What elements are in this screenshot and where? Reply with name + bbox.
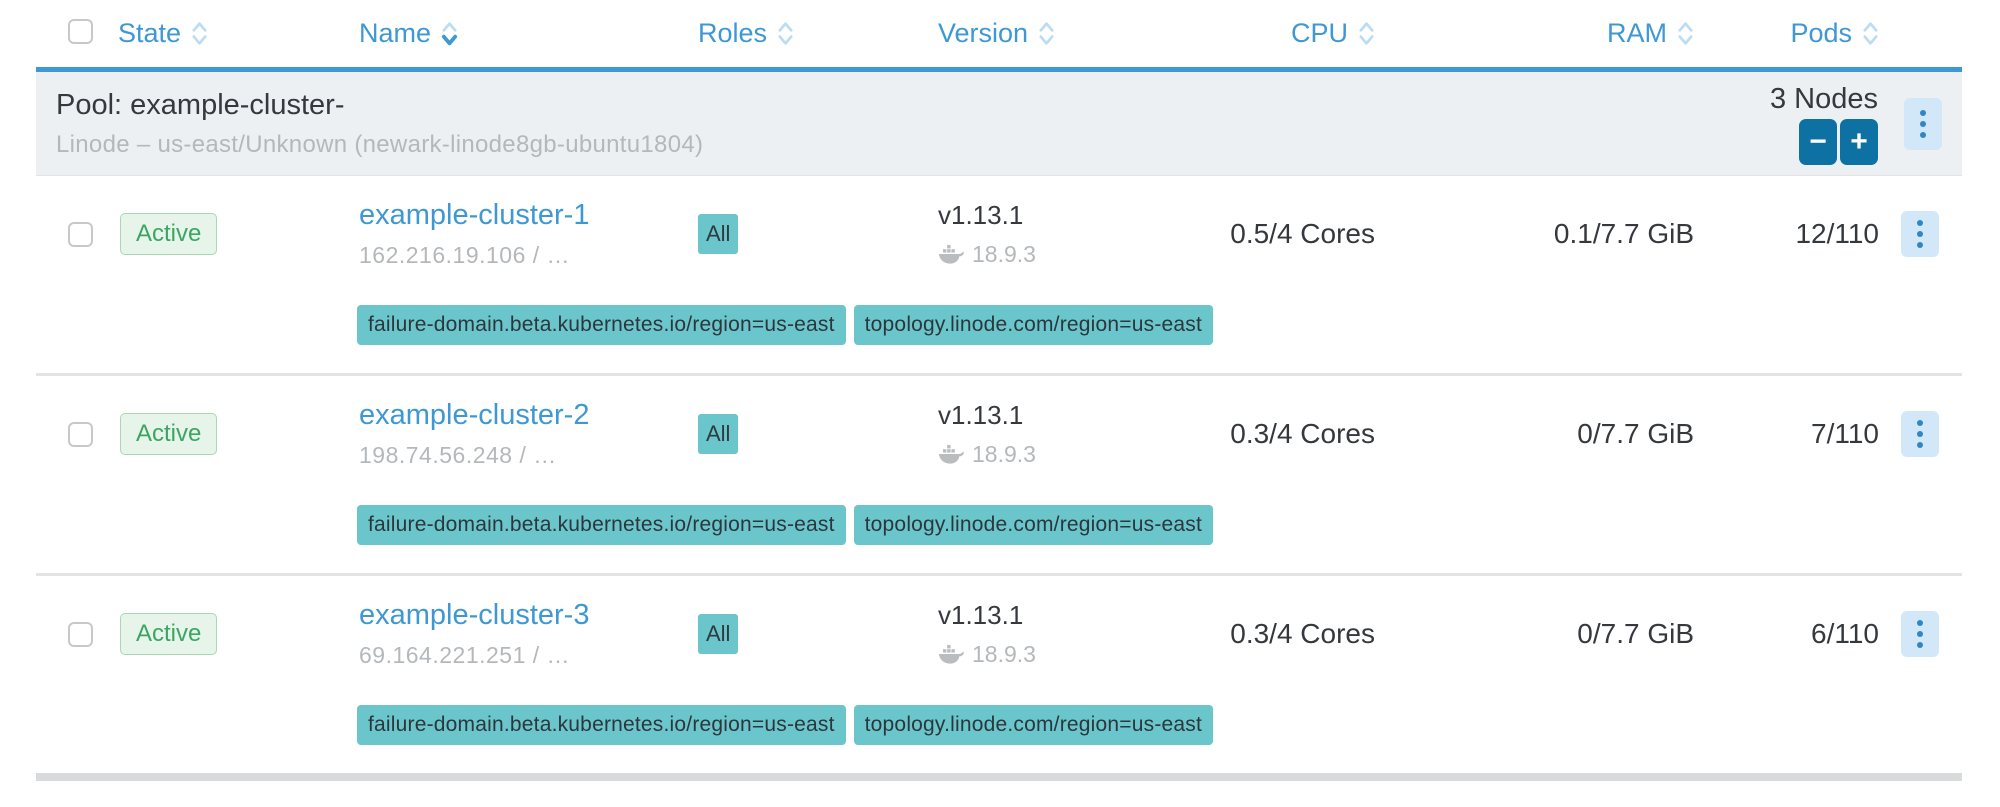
docker-version: 18.9.3: [972, 241, 1036, 268]
node-labels: failure-domain.beta.kubernetes.io/region…: [357, 505, 1962, 545]
kebab-dot: [1917, 420, 1923, 426]
column-header-roles[interactable]: Roles: [693, 18, 933, 49]
pool-group-header: Pool: example-cluster- Linode – us-east/…: [36, 72, 1962, 176]
kebab-dot: [1917, 242, 1923, 248]
kebab-dot: [1920, 132, 1926, 138]
role-badge: All: [698, 214, 738, 254]
node-name-link[interactable]: example-cluster-3: [359, 599, 589, 632]
cpu-usage: 0.3/4 Cores: [1113, 586, 1378, 682]
column-header-state[interactable]: State: [108, 18, 353, 49]
sort-desc-icon: [441, 20, 458, 47]
table-bottom-divider: [36, 773, 1962, 781]
role-badge: All: [698, 414, 738, 454]
docker-icon: [938, 444, 964, 465]
docker-icon: [938, 244, 964, 265]
pool-subtitle: Linode – us-east/Unknown (newark-linode8…: [56, 131, 703, 159]
kebab-dot: [1917, 231, 1923, 237]
column-label: State: [118, 18, 181, 49]
pods-usage: 7/110: [1698, 386, 1883, 482]
kebab-dot: [1920, 121, 1926, 127]
node-row: Active example-cluster-1 162.216.19.106 …: [36, 176, 1962, 373]
node-label-tag: failure-domain.beta.kubernetes.io/region…: [357, 705, 846, 745]
kebab-dot: [1917, 220, 1923, 226]
row-actions-kebab-button[interactable]: [1901, 411, 1939, 457]
node-address: 69.164.221.251 / …: [359, 642, 570, 669]
column-label: Pods: [1790, 18, 1852, 49]
row-actions-kebab-button[interactable]: [1901, 211, 1939, 257]
sort-icon: [1358, 20, 1375, 47]
sort-icon: [777, 20, 794, 47]
column-header-cpu[interactable]: CPU: [1113, 18, 1378, 49]
kebab-dot: [1917, 431, 1923, 437]
row-checkbox[interactable]: [68, 422, 93, 447]
column-label: RAM: [1607, 18, 1667, 49]
ram-usage: 0.1/7.7 GiB: [1378, 186, 1698, 282]
pool-actions-kebab-button[interactable]: [1904, 98, 1942, 150]
node-name-link[interactable]: example-cluster-1: [359, 199, 589, 232]
node-label-tag: topology.linode.com/region=us-east: [854, 705, 1213, 745]
scale-down-button[interactable]: −: [1799, 119, 1837, 165]
column-label: Version: [938, 18, 1028, 49]
sort-icon: [1862, 20, 1879, 47]
pods-usage: 12/110: [1698, 186, 1883, 282]
node-row: Active example-cluster-3 69.164.221.251 …: [36, 573, 1962, 773]
kebab-dot: [1917, 631, 1923, 637]
sort-icon: [1038, 20, 1055, 47]
node-address: 162.216.19.106 / …: [359, 242, 570, 269]
pool-info: Pool: example-cluster- Linode – us-east/…: [56, 89, 703, 159]
kebab-dot: [1917, 442, 1923, 448]
cpu-usage: 0.5/4 Cores: [1113, 186, 1378, 282]
pods-usage: 6/110: [1698, 586, 1883, 682]
row-actions-kebab-button[interactable]: [1901, 611, 1939, 657]
node-name-link[interactable]: example-cluster-2: [359, 399, 589, 432]
status-badge: Active: [120, 613, 217, 655]
column-header-pods[interactable]: Pods: [1698, 18, 1883, 49]
select-all-checkbox[interactable]: [68, 19, 93, 44]
kubernetes-version: v1.13.1: [938, 200, 1023, 231]
node-row: Active example-cluster-2 198.74.56.248 /…: [36, 373, 1962, 573]
node-label-tag: topology.linode.com/region=us-east: [854, 305, 1213, 345]
node-address: 198.74.56.248 / …: [359, 442, 557, 469]
status-badge: Active: [120, 413, 217, 455]
nodes-table: State Name Roles Version CPU RAM Pods: [36, 0, 1962, 781]
scale-up-button[interactable]: +: [1840, 119, 1878, 165]
column-header-version[interactable]: Version: [933, 18, 1113, 49]
ram-usage: 0/7.7 GiB: [1378, 586, 1698, 682]
kebab-dot: [1920, 110, 1926, 116]
column-label: Name: [359, 18, 431, 49]
node-label-tag: failure-domain.beta.kubernetes.io/region…: [357, 305, 846, 345]
node-labels: failure-domain.beta.kubernetes.io/region…: [357, 705, 1962, 745]
node-count: 3 Nodes: [1770, 83, 1878, 116]
sort-icon: [191, 20, 208, 47]
pool-title: Pool: example-cluster-: [56, 89, 703, 122]
kebab-dot: [1917, 620, 1923, 626]
row-checkbox[interactable]: [68, 222, 93, 247]
role-badge: All: [698, 614, 738, 654]
row-checkbox[interactable]: [68, 622, 93, 647]
sort-icon: [1677, 20, 1694, 47]
status-badge: Active: [120, 213, 217, 255]
column-label: CPU: [1291, 18, 1348, 49]
node-label-tag: topology.linode.com/region=us-east: [854, 505, 1213, 545]
ram-usage: 0/7.7 GiB: [1378, 386, 1698, 482]
table-header-row: State Name Roles Version CPU RAM Pods: [36, 0, 1962, 72]
docker-version: 18.9.3: [972, 641, 1036, 668]
node-label-tag: failure-domain.beta.kubernetes.io/region…: [357, 505, 846, 545]
node-labels: failure-domain.beta.kubernetes.io/region…: [357, 305, 1962, 345]
column-header-ram[interactable]: RAM: [1378, 18, 1698, 49]
column-label: Roles: [698, 18, 767, 49]
kubernetes-version: v1.13.1: [938, 400, 1023, 431]
kebab-dot: [1917, 642, 1923, 648]
kubernetes-version: v1.13.1: [938, 600, 1023, 631]
column-header-name[interactable]: Name: [353, 18, 693, 49]
select-all-cell: [36, 19, 108, 49]
docker-version: 18.9.3: [972, 441, 1036, 468]
docker-icon: [938, 644, 964, 665]
cpu-usage: 0.3/4 Cores: [1113, 386, 1378, 482]
